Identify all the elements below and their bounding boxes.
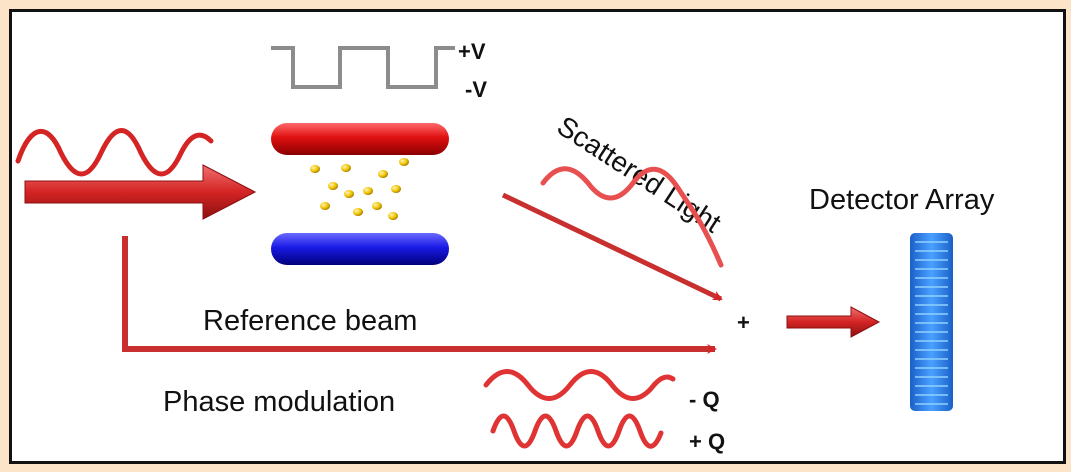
- detector-arrow: [786, 306, 881, 338]
- minus-q-label: - Q: [689, 387, 720, 412]
- incident-beam-arrow: [24, 164, 257, 220]
- particle: [341, 164, 351, 172]
- diagram-frame: +V -V Scattered Light Reference beam + D…: [9, 9, 1066, 464]
- particle: [391, 185, 401, 193]
- voltage-minus-label: -V: [465, 77, 487, 102]
- particle: [363, 187, 373, 195]
- detector-array-label: Detector Array: [809, 184, 995, 216]
- phase-modulation-label: Phase modulation: [163, 386, 395, 418]
- plus-q-label: + Q: [689, 429, 725, 454]
- combine-plus-sign: +: [737, 310, 750, 335]
- particles: [310, 158, 409, 220]
- diagram-canvas: +V -V Scattered Light Reference beam + D…: [15, 39, 995, 454]
- minus-q-wave: [483, 369, 676, 401]
- reference-beam-line: [122, 236, 717, 354]
- scattered-light-arrow: [501, 192, 723, 302]
- top-electrode: [271, 123, 449, 155]
- plus-q-wave: [490, 413, 664, 449]
- particle: [344, 190, 354, 198]
- incident-wave: [15, 128, 214, 177]
- reference-beam-label: Reference beam: [203, 305, 417, 337]
- particle: [399, 158, 409, 166]
- particle: [353, 208, 363, 216]
- particle: [320, 202, 330, 210]
- voltage-plus-label: +V: [458, 39, 486, 64]
- particle: [372, 202, 382, 210]
- particle: [378, 170, 388, 178]
- particle: [388, 212, 398, 220]
- bottom-electrode: [271, 233, 449, 265]
- particle: [328, 182, 338, 190]
- scattered-light-wave: [540, 166, 724, 268]
- detector-pixels: [915, 241, 948, 405]
- particle: [310, 165, 320, 173]
- square-wave-signal: [271, 46, 455, 89]
